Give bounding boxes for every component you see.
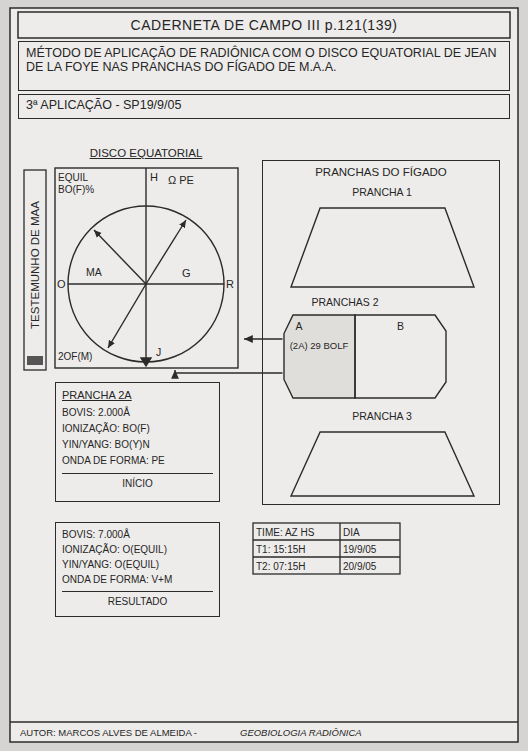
equatorial-disc	[55, 168, 238, 368]
disc-mark: R	[226, 277, 237, 291]
node-text: DISCO EQUATORIAL	[48, 146, 244, 160]
plate-trapezoid: PRANCHA 3	[285, 410, 480, 500]
plate-outline	[283, 314, 355, 399]
page-title: CADERNETA DE CAMPO III p.121(139)	[18, 12, 510, 38]
table-cell: DIA	[343, 526, 399, 539]
title-frame	[18, 12, 510, 38]
disc-mark: G	[182, 266, 194, 280]
table-rule	[339, 523, 340, 574]
table-rule	[253, 539, 400, 540]
node-text: PRANCHAS DO FÍGADO	[267, 165, 495, 179]
node-text: INÍCIO	[62, 473, 213, 492]
author-note: AUTOR: MARCOS ALVES DE ALMEIDA -	[20, 727, 235, 739]
node-text: ONDA DE FORMA: PE	[62, 453, 213, 469]
node-text-block: DISCO EQUATORIAL	[48, 146, 244, 160]
pendulum-tip	[141, 358, 151, 366]
plate-hexagon: A (2A) 29 BOLF	[283, 314, 355, 399]
node-text-block: PRANCHAS DO FÍGADO	[263, 161, 499, 183]
witness-sample	[27, 356, 43, 365]
plate-hexagon: B	[355, 314, 447, 399]
plate-shape	[284, 315, 355, 398]
node-text-block: PRANCHA 3	[285, 410, 480, 423]
connector-arrow	[175, 370, 283, 373]
heading-box: MÉTODO DE APLICAÇÃO DE RADIÔNICA COM O D…	[18, 41, 510, 91]
disc-pointer	[146, 220, 186, 284]
node-text: 3ª APLICAÇÃO - SP19/9/05	[26, 98, 502, 112]
disc-mark: EQUIL BO(F)%	[58, 172, 108, 196]
node-text: YIN/YANG: O(EQUIL)	[62, 557, 213, 572]
plate-group: PRANCHAS 2 A (2A) 29 BOLF B	[272, 296, 490, 408]
table-cell: T1: 15:15H	[256, 543, 339, 556]
node-text: PRANCHA 2A	[62, 387, 213, 403]
disc-frame	[55, 168, 238, 368]
disc-pointer	[94, 230, 146, 284]
node-text: BOVIS: 2.000Å	[62, 405, 213, 421]
node-text-block: BOVIS: 7.000ÅIONIZAÇÃO: O(EQUIL)YIN/YANG…	[56, 523, 219, 613]
disc-mark: 2OF(M)	[58, 350, 102, 363]
disc-mark: H	[150, 170, 162, 184]
node-text: RESULTADO	[62, 591, 213, 609]
node-text-block: MÉTODO DE APLICAÇÃO DE RADIÔNICA COM O D…	[19, 42, 509, 78]
node-text: A	[296, 320, 351, 332]
table-cell: 20/9/05	[343, 560, 399, 573]
disc-mark: J	[156, 346, 168, 359]
node-text: YIN/YANG: BO(Y)N	[62, 437, 213, 453]
page-sheet	[10, 8, 518, 742]
plate-trapezoid: PRANCHA 1	[285, 186, 480, 291]
witness-label: TESTEMUNHO DE MAA	[28, 165, 42, 365]
node-text: IONIZAÇÃO: O(EQUIL)	[62, 542, 213, 557]
node-text-block: PRANCHAS 2	[272, 296, 490, 309]
node-text: MÉTODO DE APLICAÇÃO DE RADIÔNICA COM O D…	[26, 46, 502, 74]
table-frame	[253, 523, 400, 574]
time-table-grid	[253, 523, 400, 574]
disc-mark: Ω PE	[168, 173, 214, 187]
node-text: ONDA DE FORMA: V+M	[62, 572, 213, 587]
plate-shape	[355, 315, 446, 398]
plate-outline	[285, 410, 480, 500]
node-text: B	[355, 320, 447, 333]
table-cell: TIME: AZ HS	[256, 526, 339, 539]
liver-plates-panel: PRANCHAS DO FÍGADO PRANCHA 1 PRANCHAS 2 A (2…	[262, 160, 500, 505]
plate-shape	[291, 208, 474, 287]
connector-arrow	[244, 338, 283, 339]
reading-box: BOVIS: 7.000ÅIONIZAÇÃO: O(EQUIL)YIN/YANG…	[55, 522, 220, 617]
node-text-block: PRANCHA 2A BOVIS: 2.000ÅIONIZAÇÃO: BO(F)Y…	[56, 383, 219, 496]
node-text: PRANCHA 3	[285, 410, 480, 423]
node-text: (2A) 29 BOLF	[288, 340, 351, 352]
reading-box: PRANCHA 2A BOVIS: 2.000ÅIONIZAÇÃO: BO(F)Y…	[55, 382, 220, 502]
disc-mark: MA	[86, 266, 110, 279]
node-text: PRANCHAS 2	[312, 296, 490, 309]
disc-pointer	[108, 284, 146, 348]
table-cell: T2: 07:15H	[256, 560, 339, 573]
node-text-block: PRANCHA 1	[285, 186, 480, 199]
table-cell: 19/9/05	[343, 543, 399, 556]
node-text: BOVIS: 7.000Å	[62, 527, 213, 542]
application-box: 3ª APLICAÇÃO - SP19/9/05	[18, 94, 510, 119]
footer-rule	[10, 721, 518, 722]
node-text-block: B	[355, 314, 447, 333]
plate-shape	[291, 432, 474, 496]
node-text: PRANCHA 1	[285, 186, 480, 199]
signature-note: GEOBIOLOGIA RADIÔNICA	[240, 727, 512, 739]
disc-mark: O	[57, 277, 68, 291]
table-rule	[253, 556, 400, 557]
node-text-block: 3ª APLICAÇÃO - SP19/9/05	[19, 95, 509, 115]
plate-outline	[285, 186, 480, 291]
node-text-block: A (2A) 29 BOLF	[283, 314, 355, 352]
disc-axis	[145, 168, 146, 358]
node-text: IONIZAÇÃO: BO(F)	[62, 421, 213, 437]
